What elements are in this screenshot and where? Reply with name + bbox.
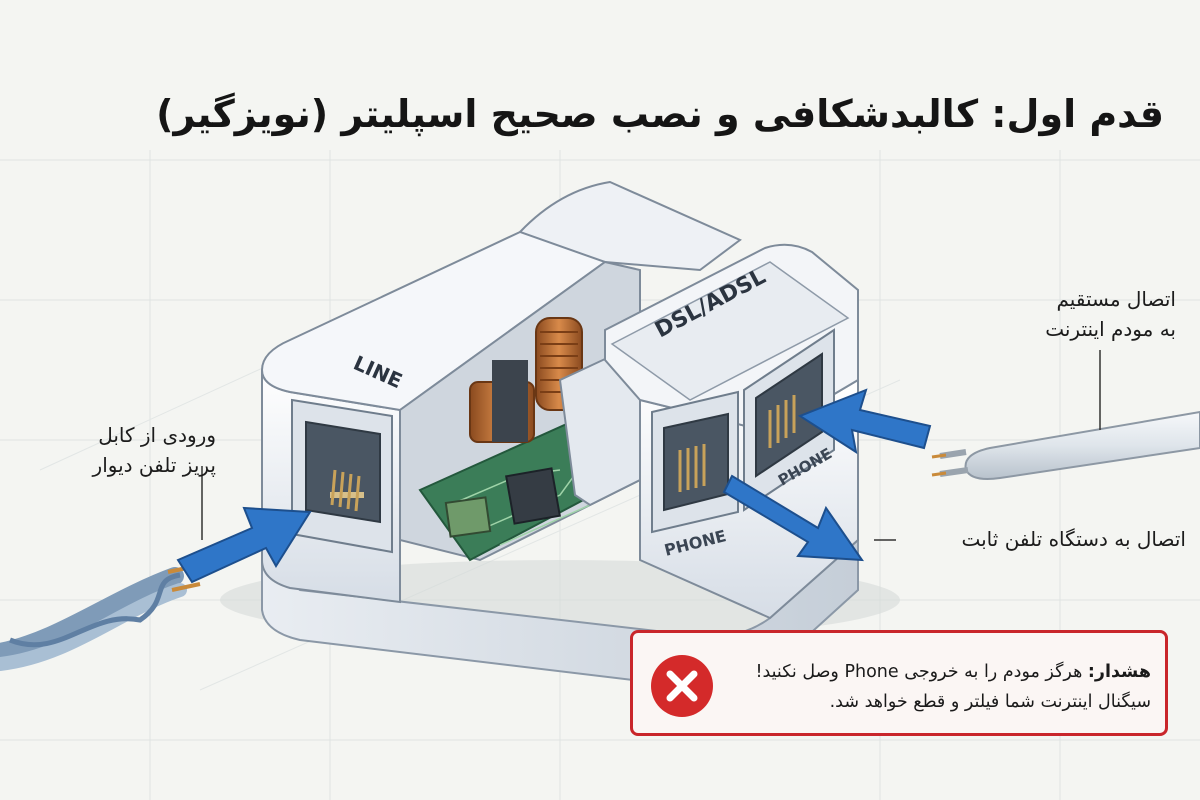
capacitor-block <box>444 496 492 538</box>
error-x-icon <box>651 655 713 717</box>
warning-line2: سیگنال اینترنت شما فیلتر و قطع خواهد شد. <box>829 692 1151 712</box>
modem-callout: اتصال مستقیم به مودم اینترنت <box>976 284 1176 344</box>
modem-callout-line2: به مودم اینترنت <box>1045 317 1176 341</box>
input-callout-line2: پریز تلفن دیوار <box>92 453 216 477</box>
input-callout: ورودی از کابل پریز تلفن دیوار <box>16 420 216 480</box>
line-port <box>291 398 393 554</box>
input-cable <box>0 564 201 671</box>
phone-port <box>651 390 739 534</box>
warning-text: هشدار: هرگز مودم را به خروجی Phone وصل ن… <box>721 657 1151 717</box>
modem-cable <box>931 410 1200 480</box>
warning-box: هشدار: هرگز مودم را به خروجی Phone وصل ن… <box>630 630 1168 736</box>
phone-callout-line1: اتصال به دستگاه تلفن ثابت <box>961 527 1186 551</box>
modem-arrow <box>797 388 932 455</box>
warning-line1: هرگز مودم را به خروجی Phone وصل نکنید! <box>755 662 1083 682</box>
dsl-port <box>743 328 835 512</box>
page-title: قدم اول: کالبدشکافی و نصب صحیح اسپلیتر (… <box>156 92 1164 136</box>
input-callout-line1: ورودی از کابل <box>98 423 216 447</box>
warning-label: هشدار: <box>1087 662 1151 682</box>
dsl-label-panel <box>610 261 850 401</box>
modem-callout-line1: اتصال مستقیم <box>1056 287 1176 311</box>
phone-callout: اتصال به دستگاه تلفن ثابت <box>886 524 1186 554</box>
chip-component <box>505 467 561 525</box>
input-arrow <box>176 506 312 584</box>
phone-arrow <box>722 474 864 562</box>
shell-top <box>518 180 742 272</box>
